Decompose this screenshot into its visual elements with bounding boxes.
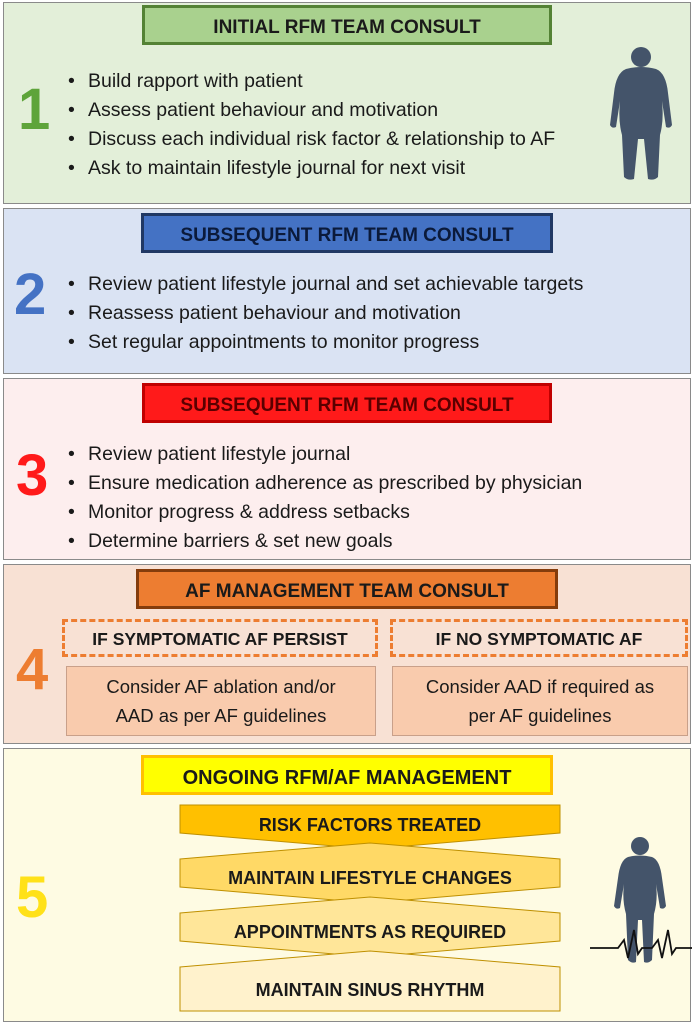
chevron-step-3 [179,896,561,958]
bullet-item: Review patient lifestyle journal [66,440,582,469]
step-5-title: ONGOING RFM/AF MANAGEMENT [141,755,553,795]
step-4-number: 4 [16,637,49,702]
step-1-panel: INITIAL RFM TEAM CONSULT 1 Build rapport… [3,2,691,204]
chevron-shapes [179,804,561,1012]
step-3-panel: SUBSEQUENT RFM TEAM CONSULT 3 Review pat… [3,378,691,560]
chevron-label: RISK FACTORS TREATED [258,815,482,835]
chevron-step-2 [179,842,561,904]
ecg-line [590,929,692,959]
step-3-bullet-list: Review patient lifestyle journal Ensure … [66,440,582,556]
step-1-bullet-list: Build rapport with patient Assess patien… [66,67,555,183]
step-2-panel: SUBSEQUENT RFM TEAM CONSULT 2 Review pat… [3,208,691,374]
bullet-item: Ask to maintain lifestyle journal for ne… [66,154,555,183]
person-silhouette-icon [610,47,672,180]
step-2-bullet-list: Review patient lifestyle journal and set… [66,270,583,357]
step-2-number: 2 [14,262,47,327]
step-1-title: INITIAL RFM TEAM CONSULT [142,5,552,45]
step-1-number: 1 [18,77,51,142]
step-4-title: AF MANAGEMENT TEAM CONSULT [136,569,558,609]
bullet-item: Determine barriers & set new goals [66,527,582,556]
step-4-panel: AF MANAGEMENT TEAM CONSULT 4 IF SYMPTOMA… [3,564,691,744]
condition-no-symptomatic-box: IF NO SYMPTOMATIC AF [390,619,688,657]
bullet-item: Ensure medication adherence as prescribe… [66,469,582,498]
step-3-number: 3 [16,443,49,508]
bullet-item: Discuss each individual risk factor & re… [66,125,555,154]
action-symptomatic-box: Consider AF ablation and/or AAD as per A… [66,666,376,736]
action-text: Consider AAD if required as per AF guide… [425,676,655,726]
chevron-flow: RISK FACTORS TREATED MAINTAIN LIFESTYLE … [178,803,562,1015]
chevron-step-4 [179,950,561,1012]
step-3-title: SUBSEQUENT RFM TEAM CONSULT [142,383,552,423]
step-5-panel: ONGOING RFM/AF MANAGEMENT 5 RISK FACTORS… [3,748,692,1022]
bullet-item: Build rapport with patient [66,67,555,96]
chevron-label: APPOINTMENTS AS REQUIRED [233,922,507,942]
bullet-item: Review patient lifestyle journal and set… [66,270,583,299]
condition-symptomatic-box: IF SYMPTOMATIC AF PERSIST [62,619,378,657]
action-no-symptomatic-box: Consider AAD if required as per AF guide… [392,666,688,736]
chevron-label: MAINTAIN SINUS RHYTHM [255,980,485,1000]
bullet-item: Assess patient behaviour and motivation [66,96,555,125]
action-text: Consider AF ablation and/or AAD as per A… [106,676,336,726]
step-5-number: 5 [16,865,49,930]
chevron-label: MAINTAIN LIFESTYLE CHANGES [228,868,512,888]
bullet-item: Monitor progress & address setbacks [66,498,582,527]
step-2-title: SUBSEQUENT RFM TEAM CONSULT [141,213,553,253]
chevron-step-1 [179,804,561,850]
bullet-item: Reassess patient behaviour and motivatio… [66,299,583,328]
person-with-ecg-icon [590,837,692,963]
bullet-item: Set regular appointments to monitor prog… [66,328,583,357]
